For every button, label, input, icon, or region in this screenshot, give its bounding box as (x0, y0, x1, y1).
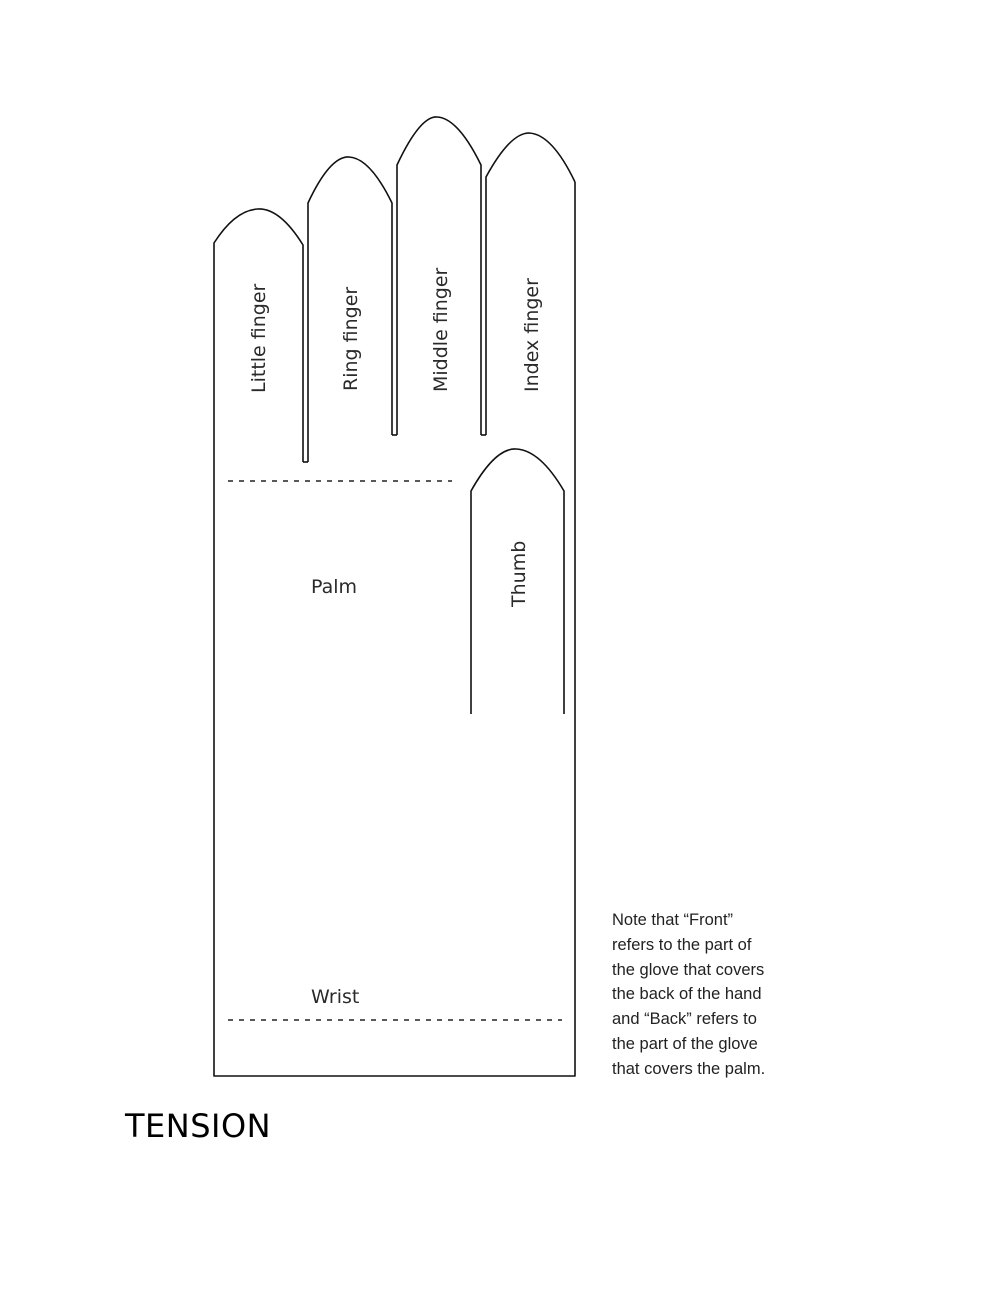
front-back-note: Note that “Front” refers to the part of … (612, 911, 766, 1078)
ring-finger-label: Ring finger (340, 287, 362, 391)
little-finger-label: Little finger (248, 283, 270, 393)
palm-label: Palm (311, 576, 357, 598)
hand-outline (213, 182, 576, 1077)
index-finger-label: Index finger (521, 278, 543, 392)
middle-finger-label: Middle finger (430, 267, 452, 392)
index-finger-outline (485, 132, 576, 435)
wrist-label: Wrist (311, 986, 359, 1008)
thumb-outline (470, 448, 565, 714)
thumb-label: Thumb (508, 541, 530, 608)
middle-finger-outline (396, 116, 482, 435)
section-heading: TENSION (125, 1107, 272, 1145)
ring-finger-outline (307, 156, 393, 462)
